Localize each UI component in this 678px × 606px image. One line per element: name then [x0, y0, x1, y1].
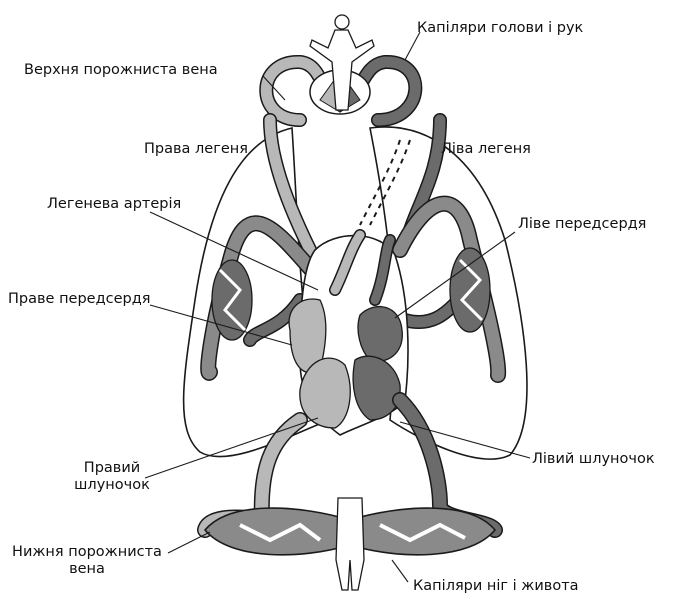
label-right-ventricle-line1: Правий	[62, 460, 162, 477]
label-left-lung: Ліва легеня	[441, 141, 531, 158]
label-right-lung: Права легеня	[144, 141, 248, 158]
leg-abdomen-capillaries	[205, 498, 495, 590]
label-inferior-vena-cava-line2: вена	[12, 561, 162, 578]
label-capillaries-legs-abdomen: Капіляри ніг і живота	[413, 578, 579, 595]
label-inferior-vena-cava-line1: Нижня порожниста	[12, 544, 162, 561]
label-pulmonary-artery: Легенева артерія	[47, 196, 181, 213]
label-left-ventricle: Лівий шлуночок	[532, 451, 655, 468]
label-right-ventricle-line2: шлуночок	[62, 477, 162, 494]
left-atrium-chamber	[358, 307, 402, 362]
label-superior-vena-cava: Верхня порожниста вена	[24, 62, 218, 79]
label-right-ventricle: Правий шлуночок	[62, 460, 162, 494]
label-capillaries-head-arms: Капіляри голови і рук	[417, 20, 583, 37]
label-left-atrium: Ліве передсердя	[518, 216, 646, 233]
label-right-atrium: Праве передсердя	[8, 291, 150, 308]
label-inferior-vena-cava: Нижня порожниста вена	[12, 544, 162, 578]
